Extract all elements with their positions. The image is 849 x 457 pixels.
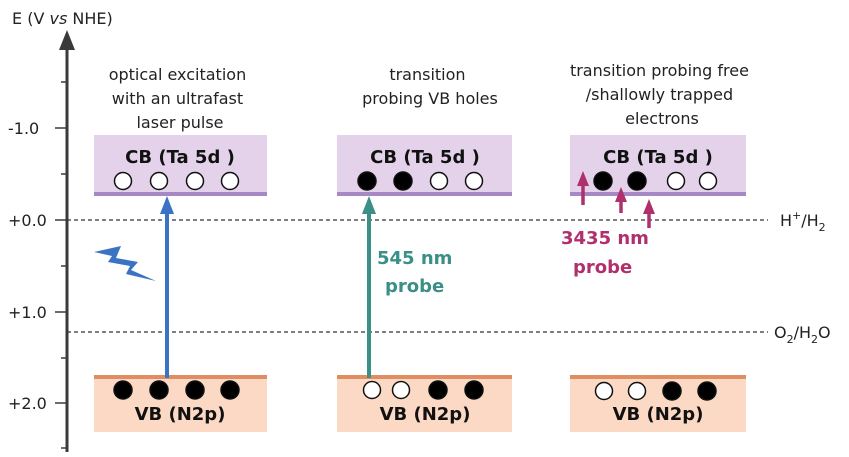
tick-label-0: +0.0 [8,211,47,230]
conduction-band-edge [337,192,512,196]
excitation-arrowhead [160,196,174,214]
vb-label: VB (N2p) [135,404,226,425]
panel-probing-free-electrons: transition probing free /shallowly trapp… [561,61,754,432]
h-plus-h2-label: H+/H2 [780,209,826,234]
cb-electron-states [357,171,484,191]
vb-electron-states [594,381,717,401]
probe-arrows [577,171,655,228]
valence-band-edge [570,375,746,379]
vb-electron-states [113,380,240,400]
valence-band-edge [94,375,267,379]
probe-label: 3435 nm probe [561,228,655,278]
axis-title: E (V vs NHE) [12,9,113,28]
panel-optical-excitation: optical excitation with an ultrafast las… [94,65,267,432]
cb-electron-states [593,171,718,191]
tick-label-1: +1.0 [8,303,47,322]
lightning-bolt-icon [94,246,156,281]
vb-electron-states [362,380,484,400]
cb-label: CB (Ta 5d ) [603,147,713,168]
vb-label: VB (N2p) [380,404,471,425]
valence-band-edge [337,375,512,379]
panel-caption: transition probing VB holes [362,65,498,108]
cb-electron-states [113,171,240,191]
cb-label: CB (Ta 5d ) [370,147,480,168]
conduction-band-edge [94,192,267,196]
panel-caption: optical excitation with an ultrafast las… [109,65,252,132]
probe-label: 545 nm probe [377,248,459,297]
panel-caption: transition probing free /shallowly trapp… [570,61,754,128]
axis-ticks [55,81,67,449]
o2-h2o-label: O2/H2O [774,323,831,346]
tick-label-2: +2.0 [8,394,47,413]
probe-arrowhead [362,196,376,214]
cb-label: CB (Ta 5d ) [125,147,235,168]
vb-label: VB (N2p) [613,404,704,425]
tick-label-minus-1: -1.0 [8,119,39,138]
conduction-band-edge [570,192,746,196]
axis-arrowhead [59,30,75,50]
panel-probing-vb-holes: transition probing VB holes CB (Ta 5d ) … [337,65,512,432]
